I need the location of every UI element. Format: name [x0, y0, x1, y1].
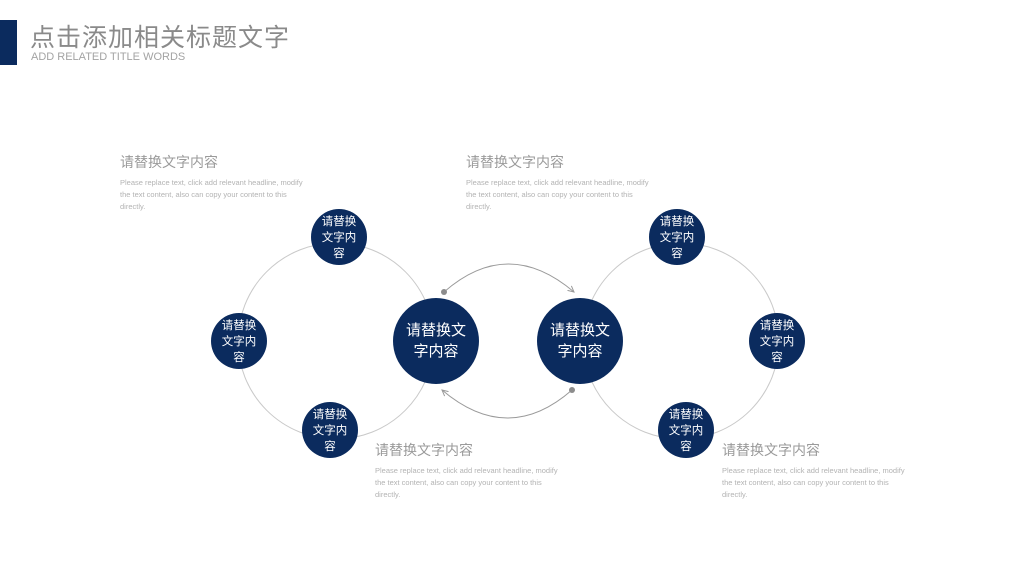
left-bottom-node[interactable]: 请替换文字内容	[302, 402, 358, 458]
text-block-top-left: 请替换文字内容 Please replace text, click add r…	[120, 152, 310, 213]
right-top-node[interactable]: 请替换文字内容	[649, 209, 705, 265]
top-connector-arrow	[443, 263, 574, 292]
text-block-body[interactable]: Please replace text, click add relevant …	[466, 178, 649, 211]
text-block-title[interactable]: 请替换文字内容	[722, 443, 820, 459]
page-subtitle[interactable]: ADD RELATED TITLE WORDS	[31, 51, 186, 63]
text-block-body[interactable]: Please replace text, click add relevant …	[722, 466, 905, 499]
text-block-title[interactable]: 请替换文字内容	[466, 155, 564, 171]
text-block-top-right: 请替换文字内容 Please replace text, click add r…	[466, 152, 656, 213]
right-mid-node[interactable]: 请替换文字内容	[749, 313, 805, 369]
right-bottom-node[interactable]: 请替换文字内容	[658, 402, 714, 458]
text-block-bottom-left: 请替换文字内容 Please replace text, click add r…	[375, 440, 565, 501]
page-title[interactable]: 点击添加相关标题文字	[30, 23, 291, 52]
text-block-body[interactable]: Please replace text, click add relevant …	[375, 466, 558, 499]
text-block-title[interactable]: 请替换文字内容	[120, 155, 218, 171]
text-block-body[interactable]: Please replace text, click add relevant …	[120, 178, 303, 211]
text-block-bottom-right: 请替换文字内容 Please replace text, click add r…	[722, 440, 912, 501]
bottom-connector-dot	[569, 387, 575, 393]
title-accent-bar	[0, 20, 17, 65]
text-block-title[interactable]: 请替换文字内容	[375, 443, 473, 459]
center-right-node[interactable]: 请替换文字内容	[537, 298, 623, 384]
left-top-node[interactable]: 请替换文字内容	[311, 209, 367, 265]
bottom-connector-arrow	[442, 390, 573, 419]
center-left-node[interactable]: 请替换文字内容	[393, 298, 479, 384]
left-mid-node[interactable]: 请替换文字内容	[211, 313, 267, 369]
top-connector-dot	[441, 289, 447, 295]
